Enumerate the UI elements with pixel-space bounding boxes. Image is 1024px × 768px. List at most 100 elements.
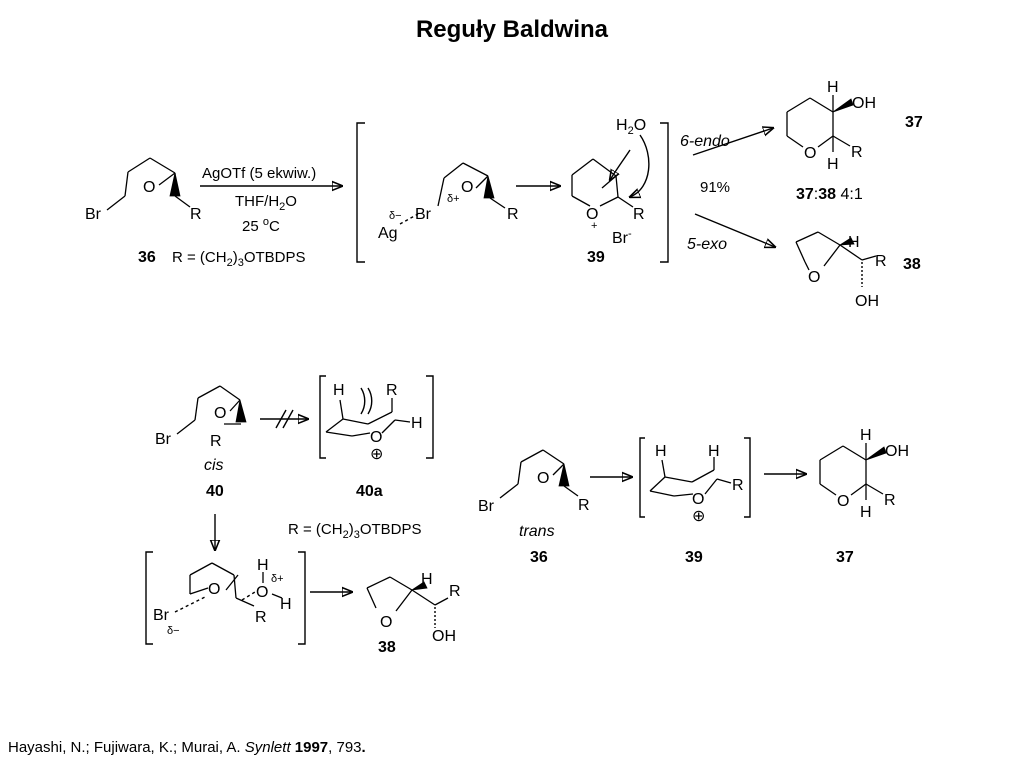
delta-minus: δ− — [389, 210, 402, 222]
atom-o: O — [143, 179, 155, 196]
atom-o: O — [461, 179, 473, 196]
atom-o: O — [214, 405, 226, 422]
delta-plus: δ+ — [271, 573, 284, 585]
atom-o: O — [808, 269, 820, 286]
transition-state-structure: O Br δ− R H O δ+ H — [153, 557, 292, 637]
curved-arrow-water — [630, 134, 650, 197]
atom-r: R — [884, 492, 896, 509]
compound-36-structure: Br O R 36 — [85, 157, 202, 266]
atom-r: R — [386, 382, 398, 399]
reference-authors: Hayashi, N.; Fujiwara, K.; Murai, A. — [8, 739, 245, 756]
atom-oh: OH — [855, 293, 879, 310]
bracket-right-ts — [298, 551, 306, 645]
literature-reference: Hayashi, N.; Fujiwara, K.; Murai, A. Syn… — [8, 739, 366, 756]
r-definition-bottom: R = (CH2)3OTBDPS — [288, 521, 422, 541]
oxonium-charge: ⊕ — [692, 508, 705, 525]
compound-label-36: 36 — [530, 549, 548, 566]
compound-label-36: 36 — [138, 249, 156, 266]
atom-r: R — [578, 497, 590, 514]
atom-r: R — [190, 206, 202, 223]
bracket-right-39 — [744, 437, 751, 518]
reagent-text: AgOTf (5 ekwiw.) — [202, 165, 316, 182]
atom-ag: Ag — [378, 225, 398, 242]
arrow-5-exo — [694, 213, 775, 247]
bracket-left-39 — [639, 437, 645, 518]
atom-o: O — [208, 581, 220, 598]
temperature-text: 25 oC — [242, 216, 280, 235]
compound-36-trans-structure: Br O R trans 36 — [478, 449, 590, 566]
atom-oh: OH — [432, 628, 456, 645]
oxonium-charge: ⊕ — [370, 446, 383, 463]
yield-label: 91% — [700, 179, 730, 196]
curved-arrow-bond — [610, 149, 631, 180]
compound-38-structure: O H R OH 38 — [795, 231, 921, 310]
atom-o: O — [537, 470, 549, 487]
path-label-6-endo: 6-endo — [680, 133, 730, 150]
atom-r: R — [210, 433, 222, 450]
compound-39-structure: O + R Br- H2O 39 — [571, 117, 650, 266]
bracket-left-top — [356, 122, 365, 263]
compound-40a-structure: H R H O ⊕ — [325, 382, 423, 463]
ratio-label: 37:38 4:1 — [796, 186, 863, 203]
compound-label-37: 37 — [905, 114, 923, 131]
compound-label-39: 39 — [587, 249, 605, 266]
atom-h: H — [848, 234, 860, 251]
atom-o: O — [692, 491, 704, 508]
compound-label-40a: 40a — [356, 483, 383, 500]
atom-h: H — [827, 79, 839, 96]
atom-h: H — [708, 443, 720, 460]
compound-37-structure: H OH O H R 37 — [819, 427, 909, 566]
path-label-5-exo: 5-exo — [687, 236, 727, 253]
bracket-right-top — [660, 122, 669, 263]
atom-h: H — [421, 571, 433, 588]
atom-oh: OH — [852, 95, 876, 112]
atom-oh: OH — [885, 443, 909, 460]
slide-title: Reguły Baldwina — [415, 16, 609, 43]
reference-year: 1997 — [290, 739, 329, 756]
delta-minus: δ− — [167, 625, 180, 637]
arrow-blocked-slash-1 — [275, 409, 287, 429]
compound-label-38: 38 — [378, 639, 396, 656]
steric-clash-mark — [367, 387, 373, 415]
compound-37-structure: H OH O H R 37 — [786, 79, 923, 173]
atom-r: R — [449, 583, 461, 600]
atom-r: R — [851, 144, 863, 161]
compound-label-39: 39 — [685, 549, 703, 566]
stereo-label-cis: cis — [204, 457, 224, 474]
silver-complex-structure: Br δ+ δ− Ag O R — [378, 162, 519, 242]
solvent-text: THF/H2O — [235, 193, 297, 213]
atom-r: R — [633, 206, 645, 223]
atom-r: R — [732, 477, 744, 494]
atom-br: Br — [155, 431, 172, 448]
steric-clash-mark — [360, 387, 366, 415]
bracket-left-40a — [319, 375, 326, 459]
atom-br: Br — [153, 607, 170, 624]
reference-end: . — [361, 739, 366, 756]
atom-h: H — [257, 557, 269, 574]
atom-o-water: O — [256, 584, 268, 601]
compound-label-38: 38 — [903, 256, 921, 273]
compound-39-chair-structure: H H R O ⊕ — [649, 443, 744, 525]
atom-h: H — [411, 415, 423, 432]
r-definition-top: R = (CH2)3OTBDPS — [172, 249, 306, 269]
charge-plus: + — [591, 220, 597, 232]
delta-plus: δ+ — [447, 193, 460, 205]
atom-o: O — [804, 145, 816, 162]
bracket-right-40a — [426, 375, 434, 459]
compound-label-37: 37 — [836, 549, 854, 566]
atom-h: H — [333, 382, 345, 399]
compound-40-structure: Br O R cis 40 — [155, 385, 247, 500]
atom-h: H — [280, 596, 292, 613]
reference-journal: Synlett — [244, 739, 291, 756]
atom-h: H — [860, 504, 872, 521]
stereo-label-trans: trans — [519, 523, 555, 540]
atom-r: R — [507, 206, 519, 223]
compound-38-structure: O H R OH 38 — [366, 571, 461, 656]
compound-label-40: 40 — [206, 483, 224, 500]
atom-br: Br — [85, 206, 102, 223]
atom-r: R — [875, 253, 887, 270]
arrow-blocked-slash-2 — [282, 409, 294, 429]
atom-o: O — [370, 429, 382, 446]
atom-h: H — [655, 443, 667, 460]
